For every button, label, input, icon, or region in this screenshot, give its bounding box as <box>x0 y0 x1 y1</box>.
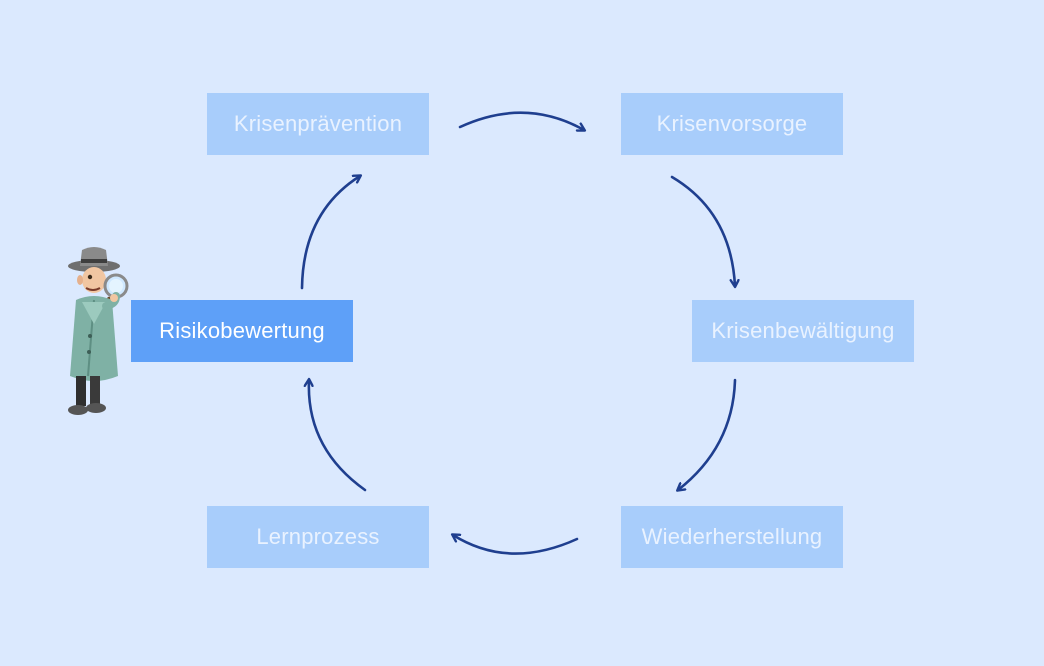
node-risikobewertung[interactable]: Risikobewertung <box>131 300 353 362</box>
node-wiederherstellung[interactable]: Wiederherstellung <box>621 506 843 568</box>
arrow-lernprozess-to-risikobewertung <box>309 380 367 492</box>
arrow-risikobewertung-to-prevention <box>300 176 360 290</box>
arrow-vorsorge-to-bewaeltigung <box>670 175 735 286</box>
arrow-bewaeltigung-to-wiederherstellung <box>678 378 737 490</box>
arrow-wiederherstellung-to-lernprozess <box>453 535 579 555</box>
node-lernprozess[interactable]: Lernprozess <box>207 506 429 568</box>
node-krisenbewaeltigung[interactable]: Krisenbewältigung <box>692 300 914 362</box>
node-krisenpraevention[interactable]: Krisenprävention <box>207 93 429 155</box>
detective-icon <box>68 247 129 415</box>
arrow-prevention-to-vorsorge <box>458 111 584 130</box>
node-krisenvorsorge[interactable]: Krisenvorsorge <box>621 93 843 155</box>
